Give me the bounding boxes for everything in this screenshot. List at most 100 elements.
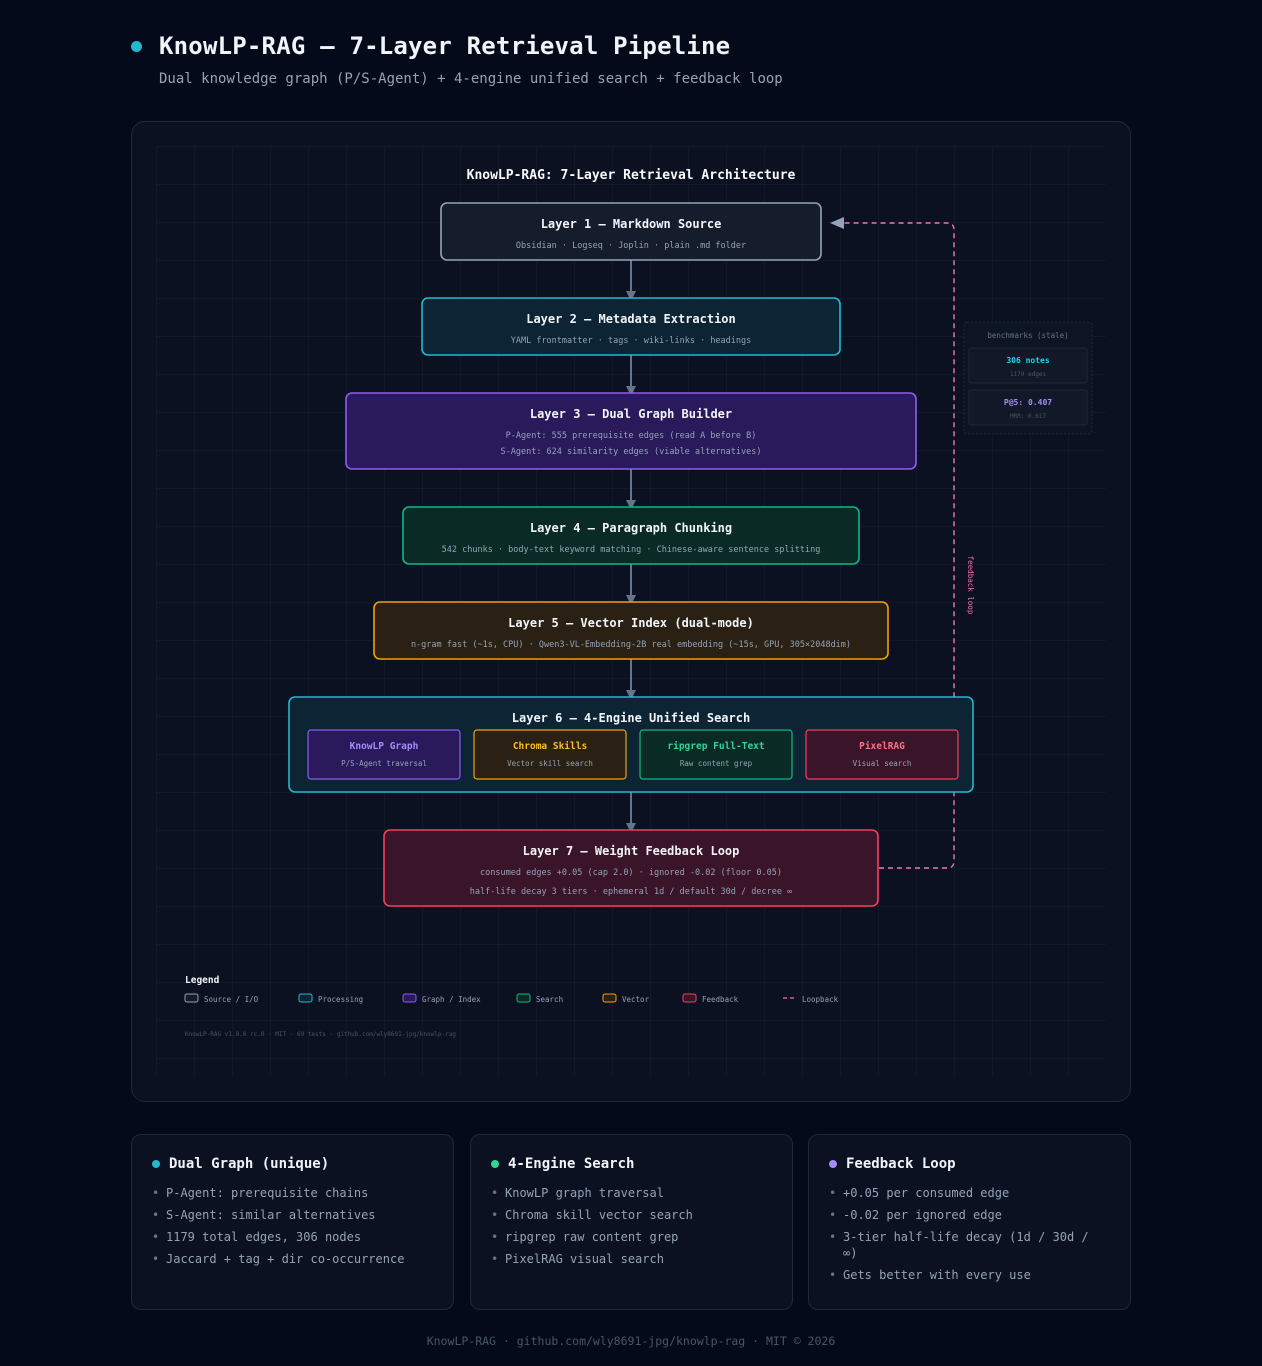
benchmark-value: P@5: 0.407: [1004, 398, 1052, 407]
list-item: KnowLP graph traversal: [491, 1185, 772, 1201]
legend-swatch: [516, 993, 531, 1003]
layer-subtitle: S-Agent: 624 similarity edges (viable al…: [501, 447, 762, 457]
engine-title: Chroma Skills: [513, 741, 587, 752]
legend-swatch: [184, 993, 199, 1003]
title-row: KnowLP-RAG — 7-Layer Retrieval Pipeline: [131, 32, 783, 60]
layer-title: Layer 5 — Vector Index (dual-mode): [508, 616, 754, 630]
info-card-feedback-loop: Feedback Loop +0.05 per consumed edge -0…: [808, 1134, 1131, 1310]
layer-title: Layer 4 — Paragraph Chunking: [530, 521, 732, 535]
info-card-list: P-Agent: prerequisite chains S-Agent: si…: [152, 1185, 433, 1267]
benchmark-item-rect: [968, 389, 1088, 426]
layer-box-rect: [440, 202, 822, 261]
list-item: P-Agent: prerequisite chains: [152, 1185, 433, 1201]
layer-title: Layer 1 — Markdown Source: [541, 217, 722, 231]
legend-item-graph: Graph / Index: [402, 993, 481, 1004]
benchmark-sub: 1179 edges: [1010, 371, 1047, 378]
info-card-engine-search: 4-Engine Search KnowLP graph traversal C…: [470, 1134, 793, 1310]
layer-title: Layer 3 — Dual Graph Builder: [530, 407, 732, 421]
architecture-diagram: KnowLP-RAG: 7-Layer Retrieval Architectu…: [184, 168, 1093, 1038]
diagram-title: KnowLP-RAG: 7-Layer Retrieval Architectu…: [467, 168, 796, 183]
layer-box-rect: [421, 297, 841, 356]
legend-item-search: Search: [516, 993, 563, 1004]
list-item: +0.05 per consumed edge: [829, 1185, 1110, 1201]
legend-label: Source / I/O: [204, 995, 259, 1004]
benchmark-value: 306 notes: [1006, 356, 1050, 365]
legend-swatch: [682, 993, 697, 1003]
info-card-title: 4-Engine Search: [508, 1156, 635, 1172]
layer-subtitle: consumed edges +0.05 (cap 2.0) · ignored…: [480, 868, 782, 878]
page-title: KnowLP-RAG — 7-Layer Retrieval Pipeline: [159, 32, 731, 60]
layer-title: Layer 2 — Metadata Extraction: [526, 312, 736, 326]
list-item: Jaccard + tag + dir co-occurrence: [152, 1251, 433, 1267]
info-card-header: 4-Engine Search: [491, 1156, 772, 1172]
info-card-title: Dual Graph (unique): [169, 1156, 330, 1172]
info-card-list: +0.05 per consumed edge -0.02 per ignore…: [829, 1185, 1110, 1283]
list-item: 3-tier half-life decay (1d / 30d / ∞): [829, 1229, 1110, 1261]
feedback-loop-group: feedback loop: [830, 217, 975, 869]
engine-desc: P/S-Agent traversal: [341, 759, 427, 768]
diagram-meta-line: KnowLP-RAG v1.0.0 rc.0 · MIT · 69 tests …: [185, 1031, 456, 1038]
benchmarks-title: benchmarks (stale): [987, 331, 1068, 340]
list-item: -0.02 per ignored edge: [829, 1207, 1110, 1223]
page-subtitle: Dual knowledge graph (P/S-Agent) + 4-eng…: [159, 71, 783, 87]
layer-5-box: Layer 5 — Vector Index (dual-mode) n-gram…: [373, 601, 889, 660]
diagram-card: KnowLP-RAG: 7-Layer Retrieval Architectu…: [131, 121, 1131, 1102]
title-dot-icon: [131, 40, 142, 52]
feedback-loop-arrowhead: [830, 217, 844, 229]
layer-subtitle: half-life decay 3 tiers · ephemeral 1d /…: [470, 887, 792, 897]
layer-7-box: Layer 7 — Weight Feedback Loop consumed e…: [383, 829, 879, 907]
engine-desc: Vector skill search: [507, 759, 593, 768]
card-dot-icon: [829, 1160, 837, 1168]
engine-box-rect: [307, 729, 461, 780]
layer-subtitle: YAML frontmatter · tags · wiki-links · h…: [511, 336, 752, 346]
layer-subtitle: P-Agent: 555 prerequisite edges (read A …: [506, 431, 757, 441]
info-card-list: KnowLP graph traversal Chroma skill vect…: [491, 1185, 772, 1267]
layer-box-rect: [345, 392, 917, 470]
engine-box-rect: [805, 729, 959, 780]
layer-4-box: Layer 4 — Paragraph Chunking 542 chunks ·…: [402, 506, 860, 565]
layer-subtitle: n-gram fast (~1s, CPU) · Qwen3-VL-Embedd…: [411, 640, 851, 650]
layer-box-rect: [373, 601, 889, 660]
engine-title: KnowLP Graph: [350, 741, 419, 752]
layer-subtitle: 542 chunks · body-text keyword matching …: [442, 545, 821, 555]
legend-item-vector: Vector: [602, 993, 650, 1004]
legend-swatch: [298, 993, 313, 1003]
layer-title: Layer 7 — Weight Feedback Loop: [523, 844, 740, 858]
legend-label: Search: [536, 995, 563, 1004]
list-item: Gets better with every use: [829, 1267, 1110, 1283]
layer-box-rect: [402, 506, 860, 565]
layer-box-rect: [383, 829, 879, 907]
feedback-loop-label: feedback loop: [966, 556, 975, 615]
page-footer: KnowLP-RAG · github.com/wly8691-jpg/know…: [426, 1334, 836, 1348]
benchmark-sub: MRR: 0.617: [1010, 413, 1047, 420]
engine-desc: Raw content grep: [680, 759, 753, 768]
legend-swatch: [402, 993, 417, 1003]
info-card-header: Feedback Loop: [829, 1156, 1110, 1172]
benchmark-item-rect: [968, 347, 1088, 384]
list-item: ripgrep raw content grep: [491, 1229, 772, 1245]
list-item: S-Agent: similar alternatives: [152, 1207, 433, 1223]
legend-label: Vector: [622, 995, 650, 1004]
engine-title: PixelRAG: [859, 741, 905, 752]
legend-item-source: Source / I/O: [184, 993, 259, 1004]
legend-title: Legend: [185, 975, 220, 986]
legend-label: Loopback: [802, 995, 839, 1004]
legend-item-loop: Loopback: [783, 995, 839, 1004]
layer-subtitle: Obsidian · Logseq · Joplin · plain .md f…: [516, 241, 746, 251]
page-header: KnowLP-RAG — 7-Layer Retrieval Pipeline …: [131, 32, 783, 87]
legend-label: Feedback: [702, 995, 739, 1004]
info-card-title: Feedback Loop: [846, 1156, 956, 1172]
legend-label: Graph / Index: [422, 995, 481, 1004]
engine-box-rect: [473, 729, 627, 780]
